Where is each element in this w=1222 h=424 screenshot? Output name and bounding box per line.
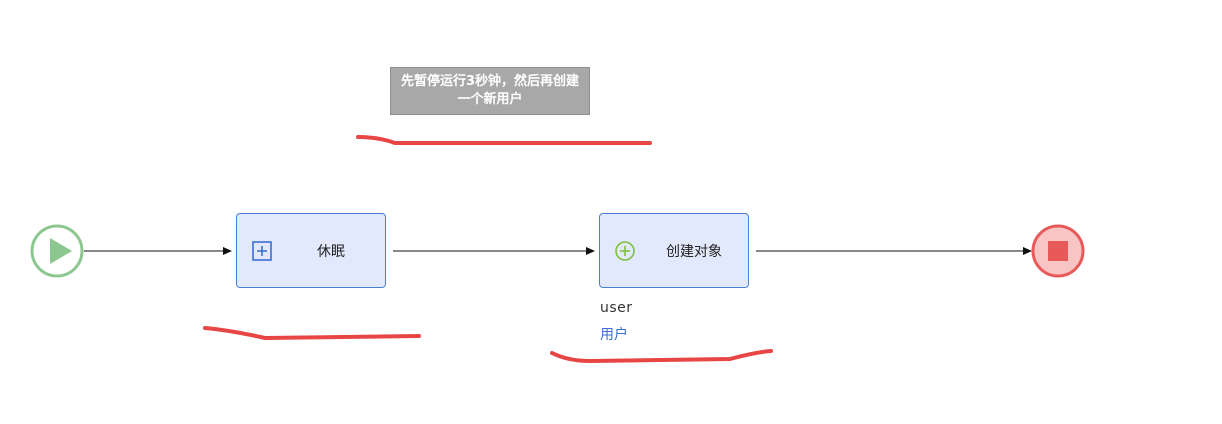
task-sleep[interactable]: 休眠 (236, 213, 386, 288)
comment-text: 先暂停运行3秒钟，然后再创建一个新用户 (400, 74, 580, 107)
play-icon (50, 238, 72, 264)
end-event[interactable] (1031, 224, 1085, 278)
start-event[interactable] (30, 224, 84, 278)
stop-icon (1048, 241, 1068, 261)
annotation-underline-comment (356, 135, 652, 145)
annotation-underline-sleep (203, 326, 421, 341)
output-variable-label[interactable]: 用户 (600, 327, 628, 343)
output-variable-name: user (600, 300, 633, 316)
plus-circle-icon (615, 241, 635, 261)
task-create-object[interactable]: 创建对象 (599, 213, 749, 288)
task-create-object-label: 创建对象 (666, 243, 722, 260)
annotation-underline-create (550, 349, 773, 364)
plus-square-icon (252, 241, 272, 261)
task-sleep-label: 休眠 (317, 243, 345, 260)
comment-annotation[interactable]: 先暂停运行3秒钟，然后再创建一个新用户 (390, 67, 590, 115)
